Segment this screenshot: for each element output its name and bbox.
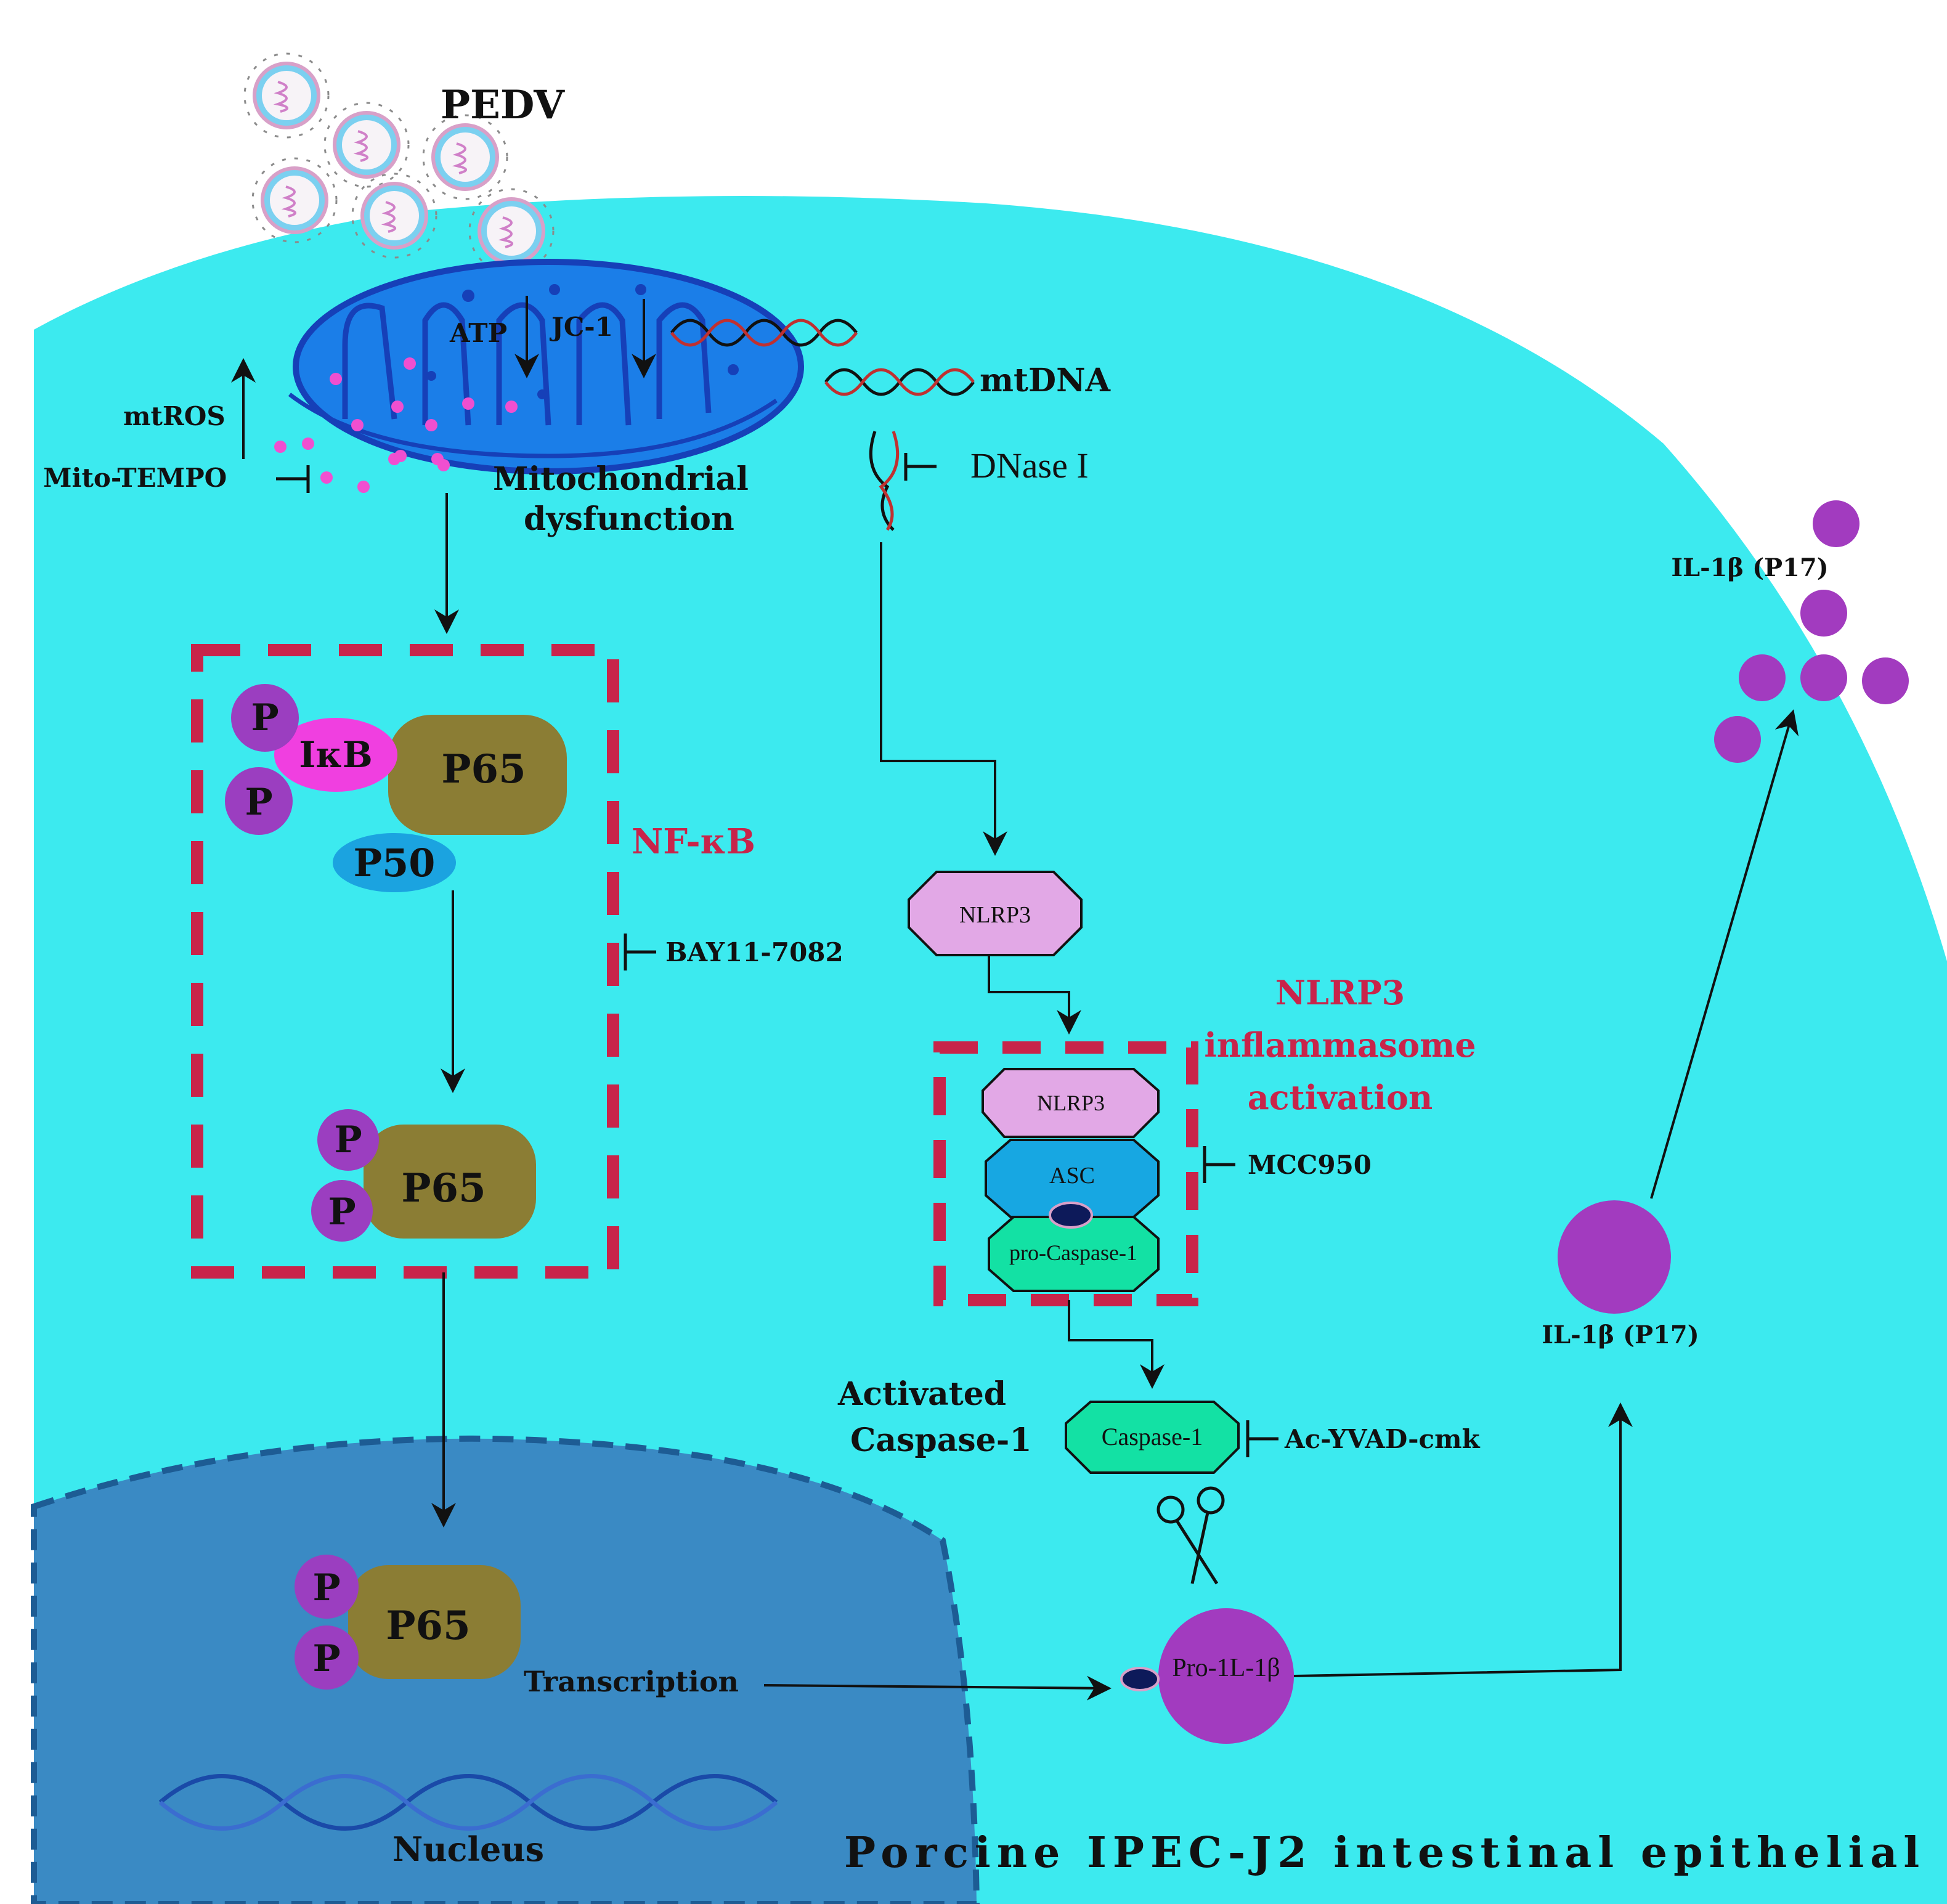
caspase-inhibition-icon [1246, 1420, 1278, 1457]
il1b-secreted-label: IL-1β (P17) [1671, 553, 1828, 582]
phospho-icon [317, 1109, 379, 1171]
p65-nuclear-protein [348, 1565, 521, 1679]
caspase-label: Caspase-1 [850, 1422, 1032, 1459]
nucleus [31, 1435, 980, 1904]
il1b-label: IL-1β (P17) [1542, 1320, 1699, 1349]
mito-tempo-inhibition-icon [276, 465, 310, 493]
nfkb-label: NF-κB [632, 821, 755, 862]
inflammasome-box [933, 1041, 1198, 1306]
phospho-icon [295, 1625, 359, 1690]
mtros-label: mtROS [123, 401, 226, 431]
ikb-label: IκB [299, 734, 373, 776]
mitochondrion-icon [288, 259, 804, 474]
cell-label: Porcine IPEC-J2 intestinal epithelial ce… [844, 1828, 1947, 1878]
phospho-label: P [245, 781, 272, 824]
asc-label: ASC [1049, 1163, 1095, 1189]
mcc950-label: MCC950 [1248, 1150, 1372, 1180]
pedv-label: PEDV [441, 82, 565, 128]
mito-title-line1: Mitochondrial [493, 460, 749, 498]
mtdna-strand-icon [670, 319, 975, 531]
inflammasome-nlrp3-label: NLRP3 [1037, 1091, 1105, 1115]
pro-caspase-protein [988, 1216, 1160, 1292]
ikb-protein [274, 718, 397, 792]
mtdna-label: mtDNA [980, 362, 1111, 399]
p65-label: P65 [401, 1165, 486, 1211]
dnase-inhibition-icon [904, 453, 937, 481]
phospho-label: P [312, 1566, 340, 1609]
p50-protein [333, 833, 456, 892]
mito-tempo-label: Mito-TEMPO [43, 463, 227, 493]
secreted-il1b-dots [1714, 500, 1909, 763]
dna-helix-icon [158, 1774, 778, 1831]
phospho-icon [225, 767, 293, 835]
phospho-label: P [334, 1118, 362, 1162]
p65-protein [388, 715, 567, 835]
pro-il1b-protein [1158, 1608, 1294, 1744]
phospho-icon [231, 684, 299, 752]
nlrp3-protein [908, 871, 1083, 956]
scissors-icon [1156, 1486, 1225, 1585]
il1b-protein [1558, 1200, 1671, 1314]
card-domain-icon [1120, 1667, 1160, 1691]
phospho-label: P [328, 1190, 356, 1234]
card-domain-icon [1049, 1202, 1093, 1229]
bay-inhibition-icon [624, 934, 656, 970]
p65-label: P65 [441, 746, 526, 792]
nfkb-box [191, 644, 619, 1279]
phospho-label: P [251, 696, 278, 739]
activated-label: Activated [837, 1375, 1006, 1413]
pro-il1b-label: Pro-1L-1β [1172, 1654, 1280, 1682]
nlrp3-label: NLRP3 [959, 902, 1031, 928]
phospho-icon [295, 1555, 359, 1619]
inflammasome-title-line2: inflammasome [1204, 1025, 1476, 1065]
ros-dots [274, 357, 518, 493]
phospho-icon [311, 1180, 373, 1242]
caspase-box-label: Caspase-1 [1102, 1423, 1203, 1450]
caspase-protein [1065, 1401, 1240, 1474]
p65-label: P65 [386, 1603, 470, 1649]
phospho-label: P [312, 1637, 340, 1680]
inflammasome-title-line1: NLRP3 [1275, 973, 1405, 1012]
inflammasome-title-line3: activation [1248, 1078, 1433, 1117]
mito-title-line2: dysfunction [524, 500, 734, 538]
p50-label: P50 [354, 840, 436, 885]
pro-caspase-label: pro-Caspase-1 [1009, 1240, 1137, 1265]
jc1-label: JC-1 [549, 312, 613, 342]
bay-label: BAY11-7082 [665, 937, 843, 967]
dnase-label: DNase I [970, 445, 1089, 486]
nucleus-label: Nucleus [392, 1829, 544, 1869]
p65-phospho-protein [364, 1125, 536, 1239]
inflammasome-nlrp3 [982, 1068, 1160, 1138]
ac-yvad-label: Ac-YVAD-cmk [1284, 1424, 1481, 1454]
atp-label: ATP [449, 318, 507, 348]
mcc950-inhibition-icon [1203, 1146, 1235, 1183]
transcription-label: Transcription [524, 1665, 739, 1698]
